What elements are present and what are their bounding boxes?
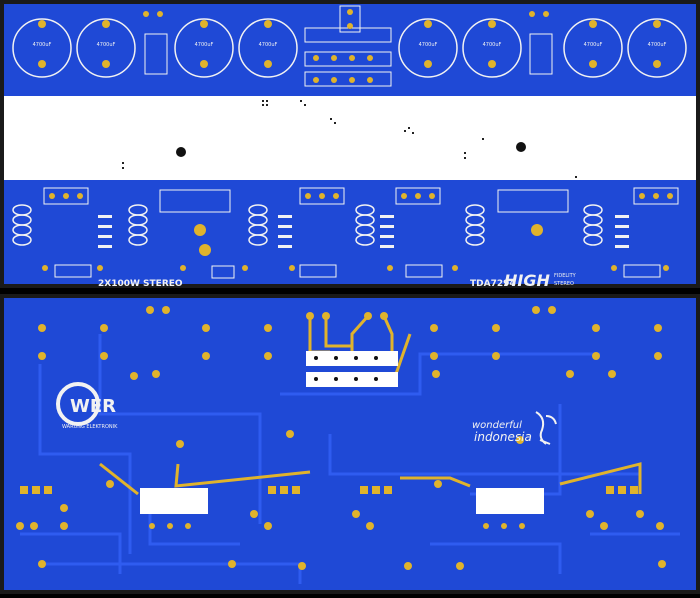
cap-label: 4700uF	[648, 42, 667, 48]
connector-outline	[211, 265, 235, 279]
bird-emblem-icon	[535, 411, 557, 445]
header-outline	[304, 51, 392, 67]
lower-pads	[42, 193, 673, 271]
tda7294-chip	[159, 189, 231, 213]
cap-label: 4700uF	[33, 42, 52, 48]
terminal-block	[633, 187, 679, 205]
chip-name-label: TDA7294	[470, 279, 516, 288]
terminal-block	[299, 187, 345, 205]
header-plates	[140, 351, 544, 514]
copper-traces	[20, 334, 680, 584]
capacitor	[563, 18, 623, 78]
cap-label: 4700uF	[584, 42, 603, 48]
cap-label: 4700uF	[483, 42, 502, 48]
brand-subtitle-2: STEREO	[554, 281, 574, 287]
bottom-pcb-svg: WER WARUNG ELEKTRONIK wonderful indonesi…	[4, 298, 696, 590]
resistor-rows	[98, 215, 629, 248]
chip-outlines	[43, 187, 679, 279]
cap-label: 4700uF	[419, 42, 438, 48]
resistor-block	[144, 33, 168, 75]
cap-label: 4700uF	[97, 42, 116, 48]
band-via-cluster	[122, 100, 577, 178]
capacitor	[398, 18, 458, 78]
mounting-hole	[176, 147, 186, 157]
diode-outline	[405, 264, 443, 278]
brand-logo: HIGH	[504, 271, 550, 288]
resistor-block	[529, 33, 553, 75]
top-pcb-svg: 4700uF 4700uF 4700uF 4700uF 4700uF 4700u…	[4, 4, 696, 290]
slogan-line-2: indonesia	[474, 430, 532, 444]
terminal-block	[43, 187, 89, 205]
mounting-hole	[516, 142, 526, 152]
capacitor	[174, 18, 234, 78]
board-cutout-band	[4, 96, 696, 180]
wonderful-indonesia-logo: wonderful indonesia	[472, 411, 557, 445]
terminal-block	[395, 187, 441, 205]
gold-pads	[16, 306, 666, 570]
bottom-pcb-view: WER WARUNG ELEKTRONIK wonderful indonesi…	[0, 294, 700, 594]
header-outline	[304, 71, 392, 87]
diode-outline	[623, 264, 661, 278]
logo-subtext: WARUNG ELEKTRONIK	[62, 424, 118, 430]
capacitor	[238, 18, 298, 78]
fuse-outline	[339, 5, 361, 33]
slogan-line-1: wonderful	[472, 420, 522, 431]
top-header-pads	[143, 9, 549, 83]
top-pcb-view: 4700uF 4700uF 4700uF 4700uF 4700uF 4700u…	[0, 0, 700, 290]
logo-text: WER	[70, 396, 116, 417]
board-title: 2X100W STEREO	[98, 279, 183, 288]
capacitor-row	[12, 18, 687, 78]
cap-label: 4700uF	[195, 42, 214, 48]
capacitor	[12, 18, 72, 78]
capacitor-pads	[38, 20, 661, 68]
coil-group	[12, 204, 603, 246]
capacitor	[462, 18, 522, 78]
capacitor	[627, 18, 687, 78]
capacitor-labels: 4700uF 4700uF 4700uF 4700uF 4700uF 4700u…	[33, 42, 667, 48]
wer-logo: WER WARUNG ELEKTRONIK	[56, 382, 118, 430]
gold-traces	[99, 315, 642, 496]
header-plate-holes	[314, 356, 378, 381]
capacitor	[76, 18, 136, 78]
diode-outline	[299, 264, 337, 278]
tda7294-chip	[497, 189, 569, 213]
cap-label: 4700uF	[259, 42, 278, 48]
brand-subtitle-1: FIDELITY	[554, 273, 577, 279]
bottom-board-substrate	[4, 298, 696, 590]
diode-outline	[54, 264, 92, 278]
